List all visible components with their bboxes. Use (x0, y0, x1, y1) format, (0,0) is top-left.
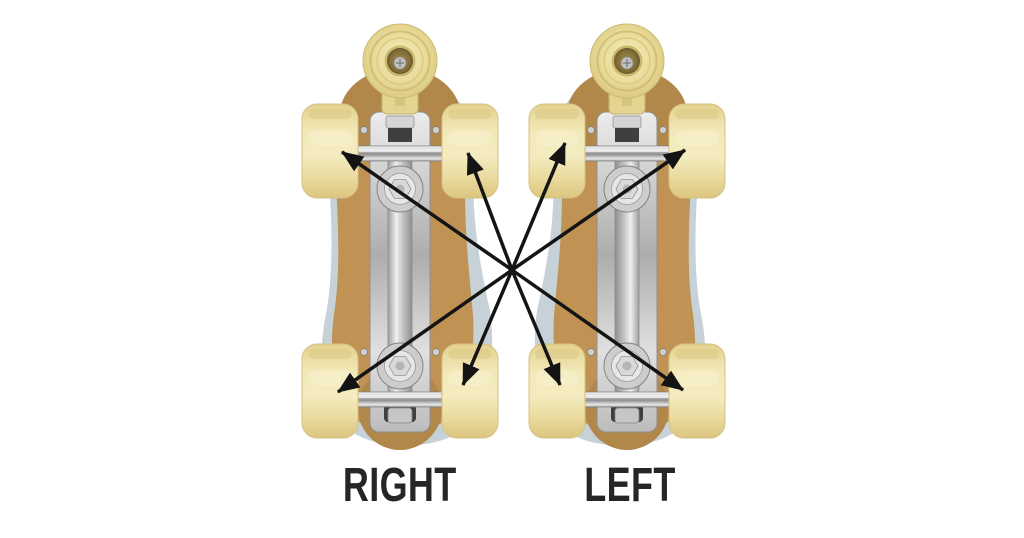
swap-arrow-left-front-inner-to-right-rear-inner (510, 142, 567, 271)
swap-arrow-right-front-outer-to-left-rear-outer (510, 268, 685, 392)
swap-arrow-right-front-outer-to-left-rear-outer (341, 150, 513, 272)
wheel-swap-arrows (336, 142, 686, 394)
swap-arrow-right-front-inner-to-left-rear-inner (466, 152, 514, 271)
swap-arrow-left-front-inner-to-right-rear-inner (461, 269, 514, 386)
left-skate-label: LEFT (584, 458, 675, 511)
swap-arrow-left-front-outer-to-right-rear-outer (336, 268, 514, 394)
swap-arrow-left-front-outer-to-right-rear-outer (511, 148, 686, 272)
swap-arrow-right-front-inner-to-left-rear-inner (510, 269, 562, 386)
right-skate-label: RIGHT (343, 458, 457, 511)
right-skate-bottom-view (302, 24, 498, 450)
skate-labels: RIGHT LEFT (343, 458, 676, 511)
